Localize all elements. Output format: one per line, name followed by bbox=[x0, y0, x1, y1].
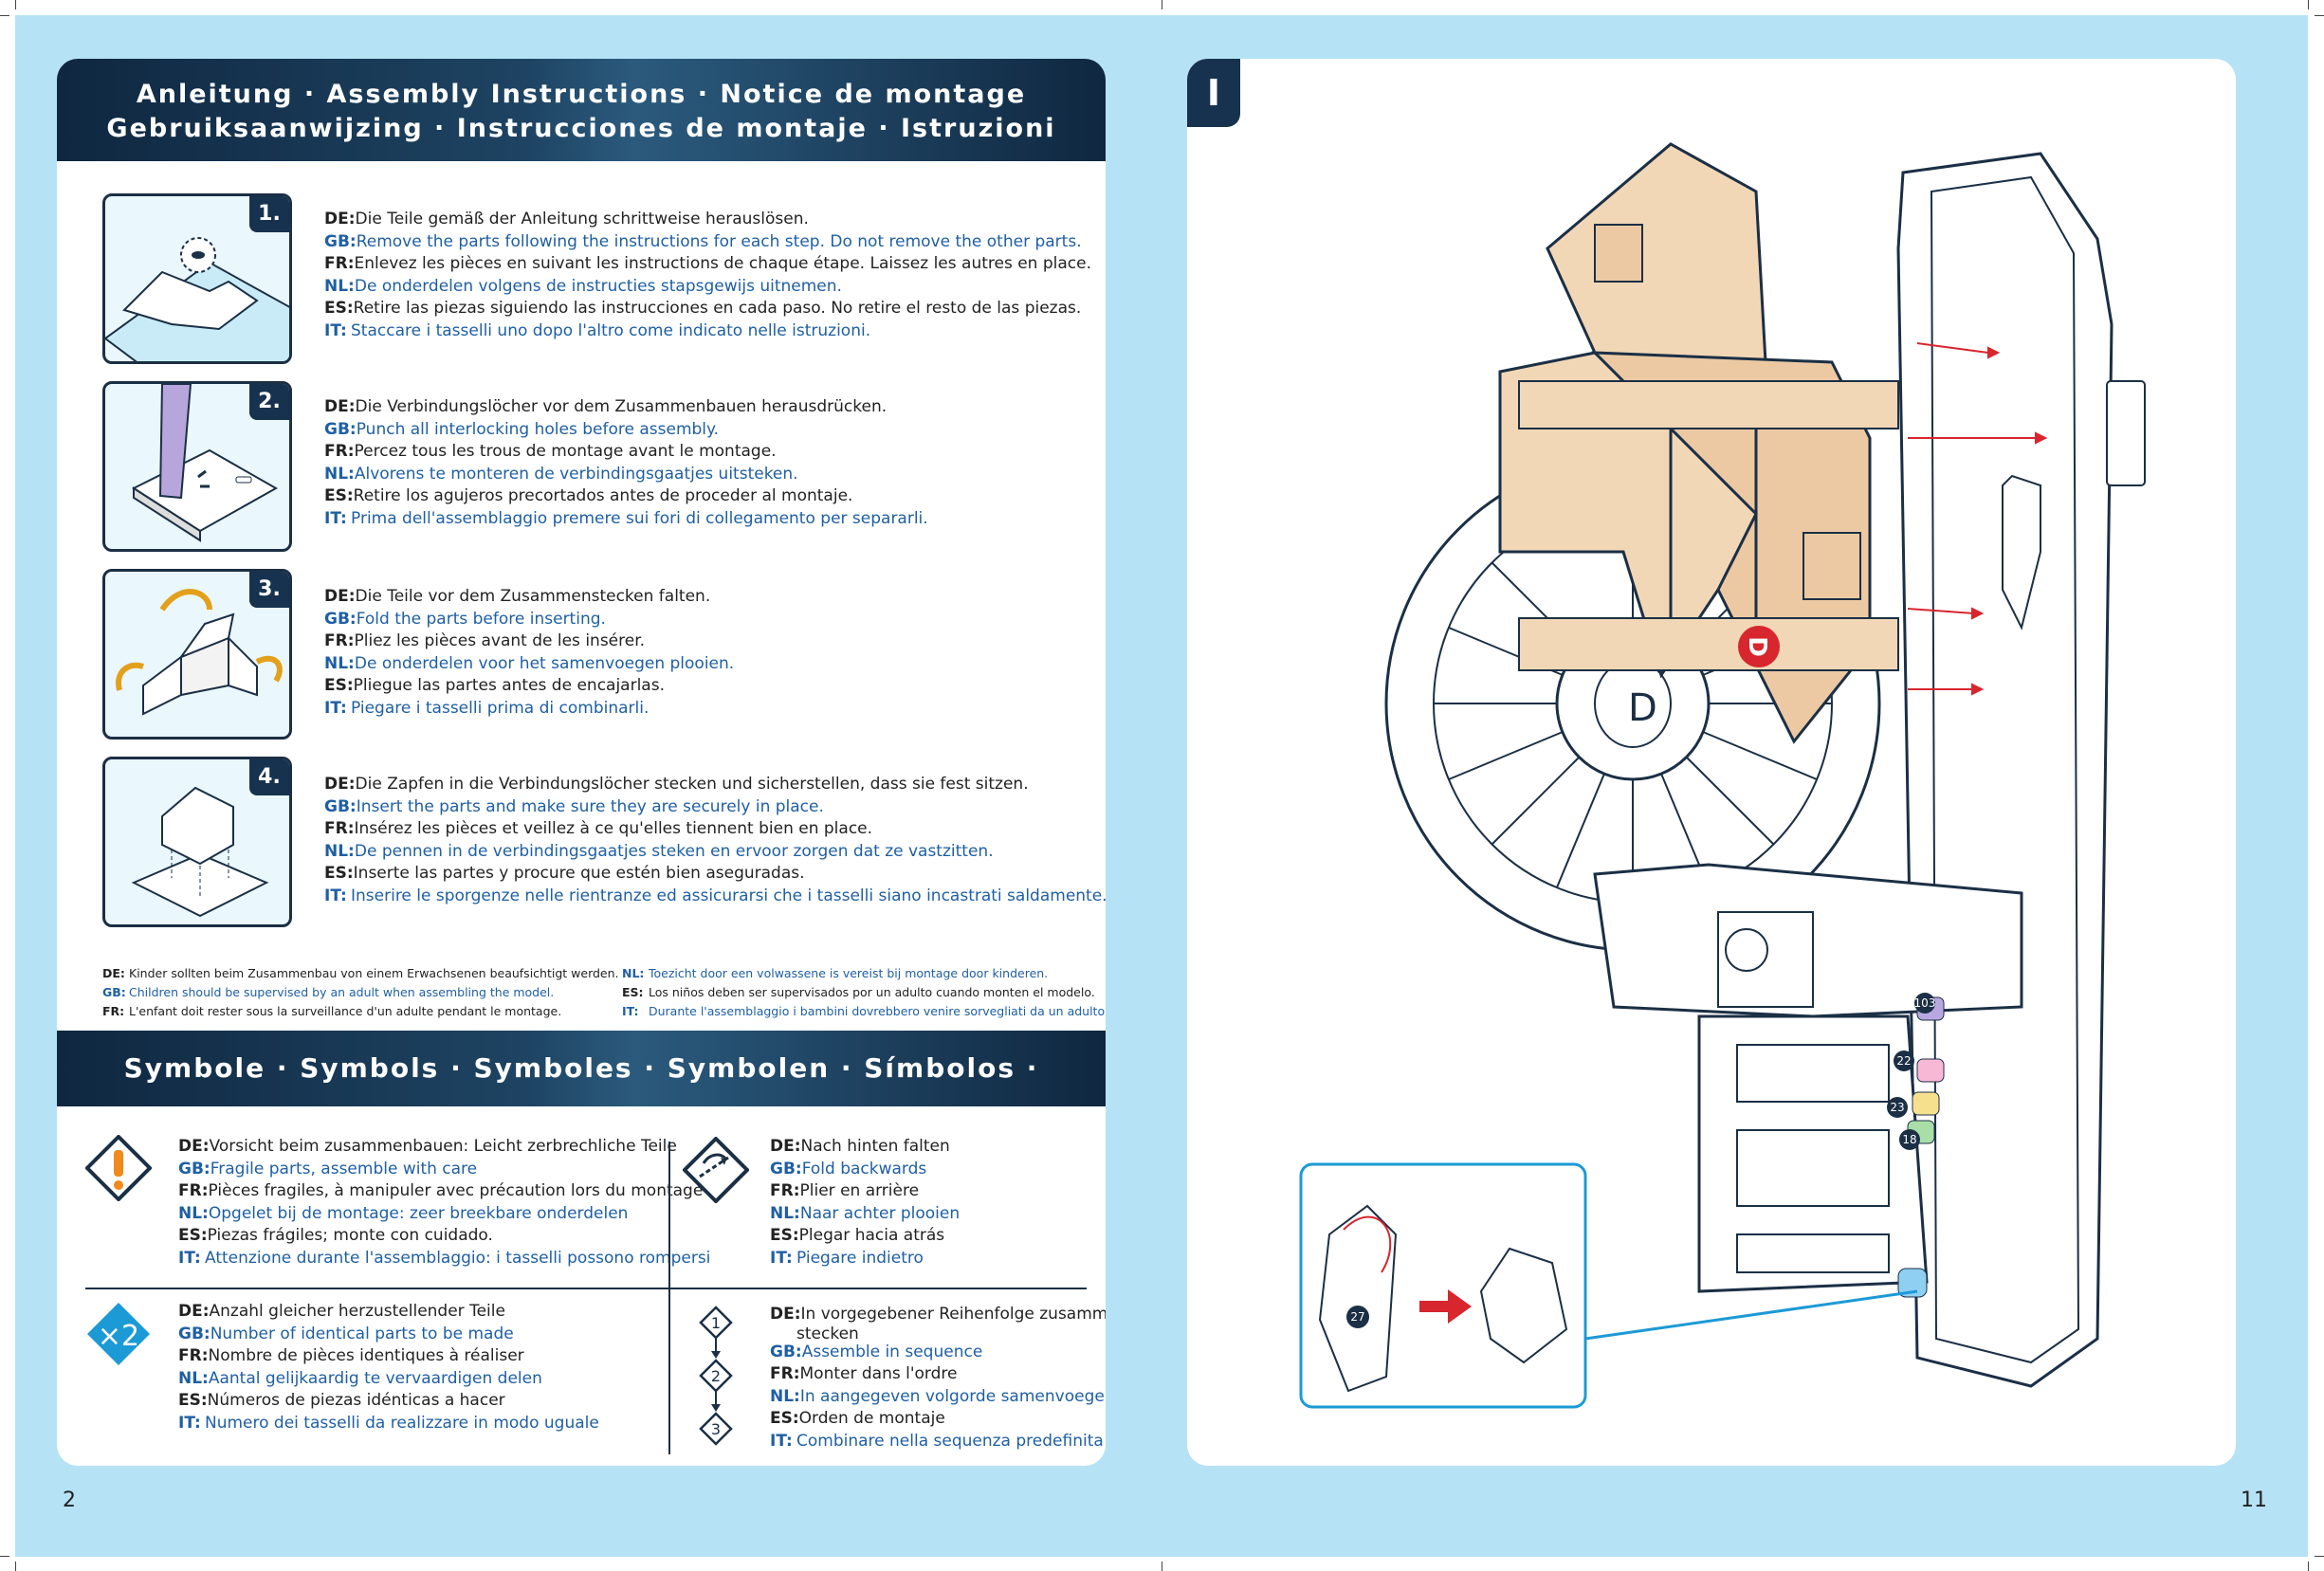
symbol-fragile-text: DE:Vorsicht beim zusammenbauen: Leicht z… bbox=[178, 1137, 711, 1268]
instructions-panel: Anleitung · Assembly Instructions · Noti… bbox=[57, 59, 1106, 1466]
stamp-letter: D bbox=[1628, 686, 1657, 730]
insertion-arrow bbox=[1907, 342, 2048, 696]
section-tab: I bbox=[1187, 59, 1240, 127]
supervision-note-right: NL:Toezicht door een volwassene is verei… bbox=[622, 966, 1106, 1018]
warning-icon bbox=[84, 1134, 153, 1206]
quantity-icon: ×2 bbox=[85, 1301, 152, 1372]
symbol-sequence-text: DE:In vorgegebener Reihenfolge zusammen-… bbox=[770, 1305, 1106, 1451]
arrow-right-icon bbox=[1419, 1289, 1472, 1324]
crop-mark bbox=[0, 1556, 9, 1557]
svg-text:18: 18 bbox=[1902, 1133, 1916, 1146]
svg-text:23: 23 bbox=[1890, 1101, 1904, 1114]
symbol-quantity-text: DE:Anzahl gleicher herzustellender Teile… bbox=[178, 1302, 599, 1433]
page-number-right: 11 bbox=[2241, 1489, 2267, 1512]
svg-text:103: 103 bbox=[1914, 996, 1936, 1010]
step-2-illustration: 2. bbox=[102, 381, 292, 552]
page-number-left: 2 bbox=[63, 1489, 76, 1512]
svg-text:D: D bbox=[1743, 636, 1771, 657]
crop-mark bbox=[2315, 1556, 2324, 1557]
part-label-badge bbox=[1738, 626, 1780, 667]
svg-text:22: 22 bbox=[1896, 1054, 1911, 1068]
step-number: 2. bbox=[249, 384, 289, 420]
step-3-text: DE:Die Teile vor dem Zusammenstecken fal… bbox=[324, 587, 735, 718]
fold-part-icon bbox=[116, 589, 283, 716]
svg-text:1: 1 bbox=[711, 1314, 721, 1332]
svg-text:×2: ×2 bbox=[98, 1320, 139, 1353]
svg-text:27: 27 bbox=[1350, 1310, 1364, 1324]
peg-part bbox=[1897, 996, 1945, 1298]
crop-mark bbox=[0, 15, 9, 16]
sheet-extract-icon bbox=[105, 237, 289, 361]
crop-mark bbox=[2315, 15, 2324, 16]
crop-mark bbox=[15, 1562, 16, 1571]
punch-tool-icon bbox=[131, 384, 279, 542]
assembly-illustration: D D 103 22 23 18 27 bbox=[1299, 142, 2146, 1409]
supervision-note-left: DE:Kinder sollten beim Zusammenbau von e… bbox=[102, 966, 619, 1018]
step-number: 4. bbox=[249, 759, 289, 795]
step-4-text: DE:Die Zapfen in die Verbindungslöcher s… bbox=[324, 775, 1106, 905]
step-3-illustration: 3. bbox=[102, 569, 292, 740]
step-2-text: DE:Die Verbindungslöcher vor dem Zusamme… bbox=[324, 397, 928, 528]
step-number: 1. bbox=[249, 196, 289, 232]
step-1-illustration: 1. bbox=[102, 193, 292, 364]
insert-part-icon bbox=[131, 786, 269, 918]
assembled-part bbox=[1479, 1247, 1568, 1364]
svg-text:2: 2 bbox=[711, 1367, 721, 1385]
banner-title-line2: Gebruiksaanwijzing · Instrucciones de mo… bbox=[106, 114, 1056, 143]
svg-text:3: 3 bbox=[711, 1420, 721, 1438]
step-1-text: DE:Die Teile gemäß der Anleitung schritt… bbox=[324, 210, 1091, 340]
sequence-icon: 1 2 3 bbox=[697, 1306, 735, 1452]
crop-mark bbox=[2308, 1562, 2309, 1571]
instructions-banner: Anleitung · Assembly Instructions · Noti… bbox=[57, 59, 1106, 161]
symbol-fold-back-text: DE:Nach hinten falten GB:Fold backwards … bbox=[770, 1137, 961, 1268]
fold-backwards-icon bbox=[682, 1136, 750, 1208]
symbols-divider bbox=[85, 1288, 1087, 1289]
crop-mark bbox=[2308, 0, 2309, 9]
step-number: 3. bbox=[249, 572, 289, 608]
crop-mark bbox=[15, 0, 16, 9]
part-number-badge: 103 22 23 18 bbox=[1887, 993, 1935, 1150]
backboard-part bbox=[1896, 152, 2114, 1388]
banner-title-line1: Anleitung · Assembly Instructions · Noti… bbox=[136, 80, 1027, 109]
step-4-illustration: 4. bbox=[102, 757, 292, 927]
symbols-divider bbox=[668, 1142, 670, 1454]
symbols-banner: Symbole · Symbols · Symboles · Symbolen … bbox=[57, 1031, 1106, 1160]
